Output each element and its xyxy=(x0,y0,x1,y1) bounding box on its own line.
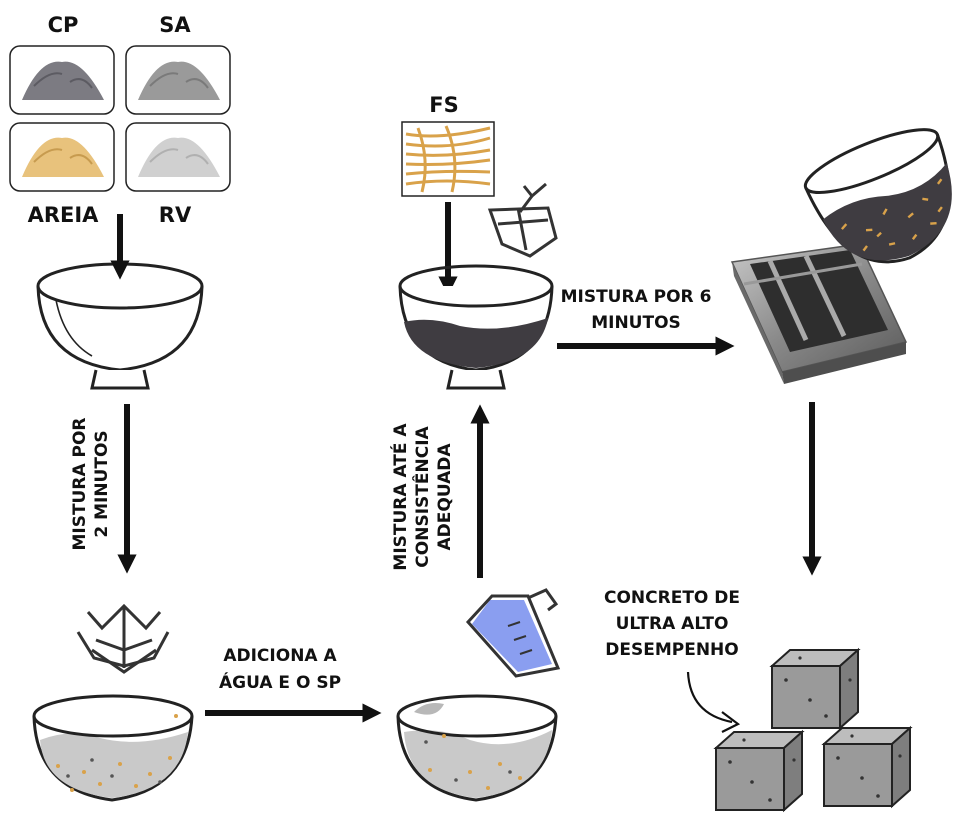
concrete-cube-top xyxy=(769,647,861,731)
whisk-icon-2 xyxy=(487,182,558,258)
curved-arrow-head xyxy=(721,711,741,733)
steel-mold xyxy=(730,243,908,384)
label-rv: RV xyxy=(159,203,192,227)
mixing-bowl-fresh-concrete xyxy=(398,264,554,390)
label-result-line2: ULTRA ALTO xyxy=(616,614,729,634)
label-mix6-line2: MINUTOS xyxy=(591,313,681,333)
mixing-bowl-empty xyxy=(36,262,204,390)
label-result-line3: DESEMPENHO xyxy=(605,640,738,660)
label-add-line1: ADICIONA A xyxy=(223,646,337,666)
label-fs: FS xyxy=(429,93,458,117)
svg-text:2 MINUTOS: 2 MINUTOS xyxy=(92,430,112,537)
whisk-icon xyxy=(76,603,170,674)
label-sa: SA xyxy=(159,13,191,37)
label-result-line1: CONCRETO DE xyxy=(604,588,740,608)
label-areia: AREIA xyxy=(28,203,100,227)
concrete-cube-right xyxy=(821,725,913,809)
svg-text:ADEQUADA: ADEQUADA xyxy=(435,443,455,551)
concrete-cube-left xyxy=(713,729,805,813)
label-mix-consistency: MISTURA ATÉ A CONSISTÊNCIA ADEQUADA xyxy=(389,423,455,571)
svg-text:MISTURA ATÉ A: MISTURA ATÉ A xyxy=(389,423,411,571)
label-mix-2-min: MISTURA POR 2 MINUTOS xyxy=(70,417,112,550)
material-box-rv xyxy=(125,122,231,192)
svg-text:CONSISTÊNCIA: CONSISTÊNCIA xyxy=(411,425,433,567)
label-add-line2: ÁGUA E O SP xyxy=(219,671,341,693)
curved-arrow xyxy=(686,671,733,724)
water-jug-icon xyxy=(465,588,561,678)
mixing-bowl-dry-mix xyxy=(32,694,194,802)
material-box-sa xyxy=(125,45,231,115)
pouring-bowl xyxy=(803,128,952,264)
steel-fibers-box xyxy=(401,121,495,197)
material-box-areia xyxy=(9,122,115,192)
material-box-cp xyxy=(9,45,115,115)
svg-text:MISTURA POR: MISTURA POR xyxy=(70,417,90,550)
label-cp: CP xyxy=(48,13,79,37)
mixing-bowl-wet-mix xyxy=(396,694,558,802)
label-mix6-line1: MISTURA POR 6 xyxy=(561,287,712,307)
